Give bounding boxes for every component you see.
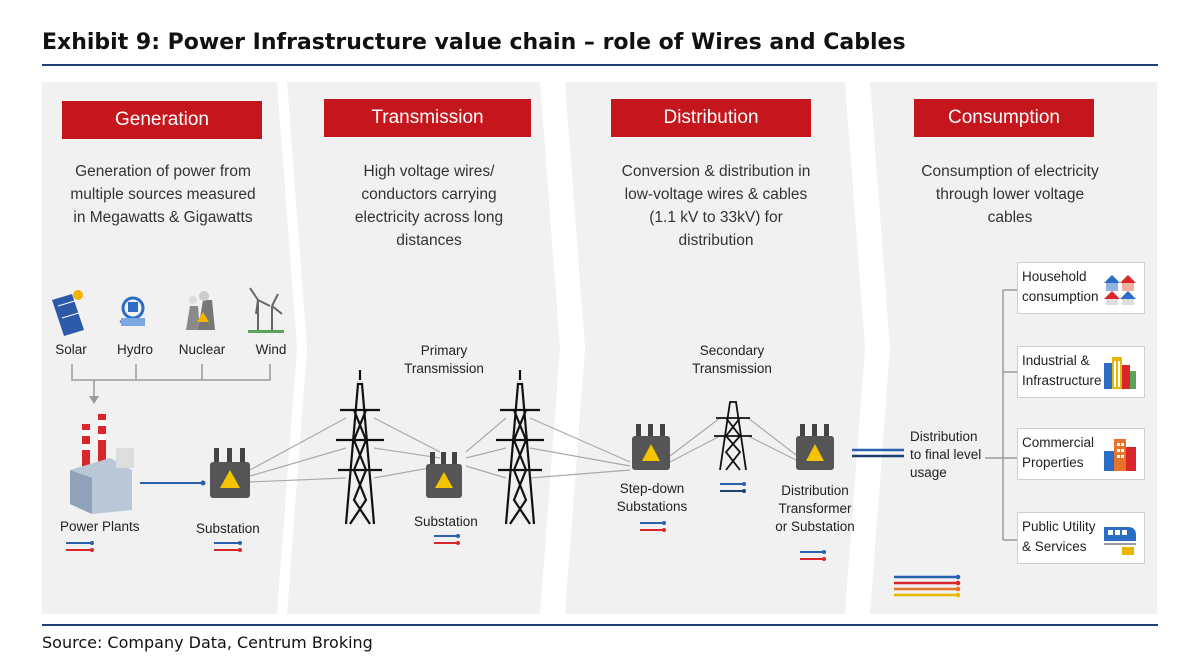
household-label: Household consumption bbox=[1022, 269, 1099, 304]
wind-icon bbox=[248, 287, 284, 333]
consumption-industrial: Industrial & Infrastructure bbox=[1017, 346, 1145, 398]
cable-pair-icon bbox=[720, 482, 746, 493]
transmission-substation-label: Substation bbox=[414, 514, 478, 529]
stage-distribution: Distribution bbox=[611, 99, 811, 137]
source-note: Source: Company Data, Centrum Broking bbox=[42, 633, 373, 652]
cable-pair-icon bbox=[434, 534, 460, 545]
industrial-label: Industrial & Infrastructure bbox=[1022, 353, 1102, 388]
generation-substation-label: Substation bbox=[196, 521, 260, 536]
industry-icon bbox=[1104, 357, 1136, 389]
cable-pair-icon bbox=[214, 541, 242, 552]
distribution-transformer-icon bbox=[796, 424, 834, 470]
consumption-household: Household consumption bbox=[1017, 262, 1145, 314]
top-divider bbox=[42, 64, 1158, 66]
consumption-commercial: Commercial Properties bbox=[1017, 428, 1145, 480]
commercial-label: Commercial Properties bbox=[1022, 435, 1095, 470]
page-title: Exhibit 9: Power Infrastructure value ch… bbox=[42, 30, 906, 55]
panel-consumption bbox=[870, 82, 1157, 614]
power-plant-icon bbox=[70, 414, 134, 514]
power-plants-label: Power Plants bbox=[60, 519, 140, 534]
transmission-tower-icon bbox=[336, 370, 384, 525]
public-utility-label: Public Utility & Services bbox=[1022, 519, 1096, 554]
houses-icon bbox=[1104, 275, 1136, 305]
panel-distribution bbox=[565, 82, 870, 614]
source-label-hydro: Hydro bbox=[116, 342, 153, 357]
consumption-public-utility: Public Utility & Services bbox=[1017, 512, 1145, 564]
secondary-transmission-label: Secondary Transmission bbox=[692, 343, 772, 376]
cable-pair-icon bbox=[66, 541, 94, 552]
cable-pair-icon bbox=[800, 550, 826, 561]
transmission-description: High voltage wires/ conductors carrying … bbox=[354, 163, 504, 249]
secondary-tower-icon bbox=[714, 401, 752, 471]
substation-transformer-icon bbox=[426, 452, 462, 498]
source-label-nuclear: Nuclear bbox=[178, 342, 226, 357]
primary-transmission-label: Primary Transmission bbox=[404, 343, 484, 376]
generation-description: Generation of power from multiple source… bbox=[70, 163, 256, 226]
transmission-tower-icon bbox=[496, 370, 544, 525]
source-label-wind: Wind bbox=[255, 342, 287, 357]
buildings-icon bbox=[1104, 439, 1136, 471]
hydro-icon bbox=[119, 296, 145, 326]
solar-icon bbox=[52, 290, 84, 336]
bottom-divider bbox=[42, 624, 1158, 626]
final-usage-label: Distribution to final level usage bbox=[910, 429, 982, 480]
consumption-description: Consumption of electricity through lower… bbox=[921, 163, 1099, 226]
multicolor-cables-icon bbox=[894, 574, 961, 598]
step-down-substations-label: Step-down Substations bbox=[616, 481, 688, 514]
final-usage-cables-icon bbox=[852, 448, 904, 458]
stage-consumption: Consumption bbox=[914, 99, 1094, 137]
step-down-transformer-icon bbox=[632, 424, 670, 470]
train-icon bbox=[1104, 527, 1136, 555]
stage-transmission: Transmission bbox=[324, 99, 531, 137]
stage-generation: Generation bbox=[62, 101, 262, 139]
panel-transmission bbox=[282, 82, 565, 614]
substation-transformer-icon bbox=[210, 448, 250, 498]
distribution-transformer-label: Distribution Transformer or Substation bbox=[775, 483, 855, 534]
cable-pair-icon bbox=[640, 521, 666, 532]
nuclear-icon bbox=[186, 291, 215, 330]
source-label-solar: Solar bbox=[55, 342, 87, 357]
distribution-description: Conversion & distribution in low-voltage… bbox=[621, 163, 811, 249]
